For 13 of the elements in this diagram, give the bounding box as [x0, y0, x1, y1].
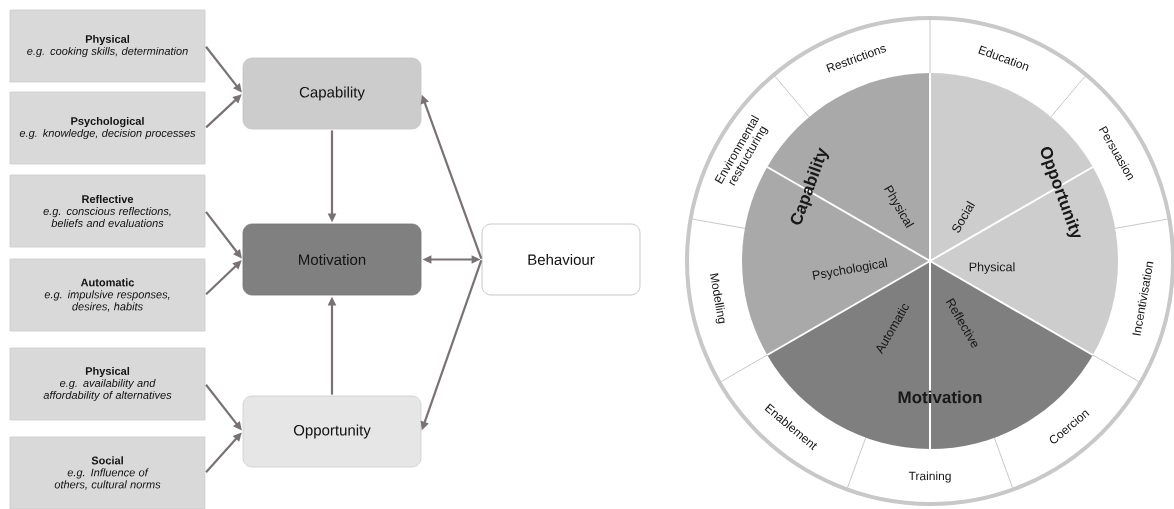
sector-label: Physical	[969, 262, 1015, 274]
factor-box: Automatic e.g. impulsive responses, desires, habits	[9, 258, 206, 332]
component-box: Behaviour	[481, 223, 641, 296]
factor-box: Social e.g. Influence of others, cultural norms	[9, 436, 206, 509]
factor-box: Psychological e.g. knowledge, decision processes	[9, 91, 206, 165]
factor-box: Physical e.g. availability and affordability of alternatives	[9, 347, 206, 421]
component-box: Opportunity	[242, 395, 422, 468]
factor-box: Physical e.g. cooking skills, determination	[9, 9, 206, 83]
segment-label: Modelling	[709, 273, 725, 324]
component-box: Capability	[242, 57, 422, 130]
segment-label: Training	[908, 471, 951, 483]
factor-box: Reflective e.g. conscious reflections, beliefs and evaluations	[9, 174, 206, 248]
component-box: Motivation	[242, 223, 422, 296]
